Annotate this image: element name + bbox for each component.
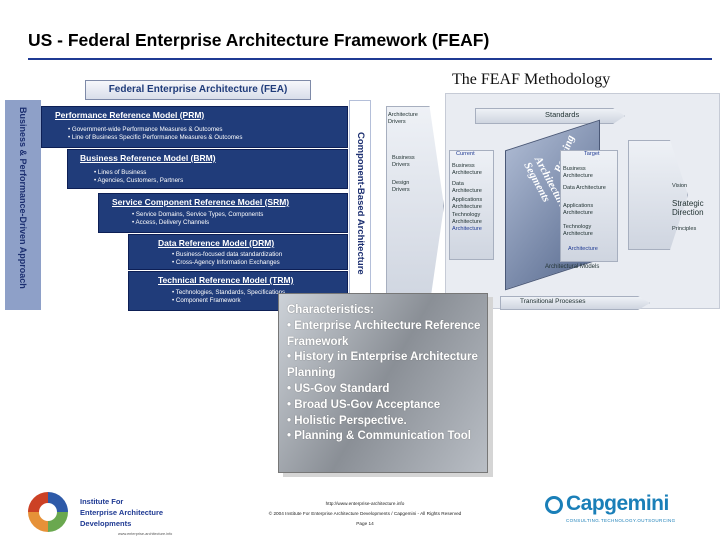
slide-title: US - Federal Enterprise Architecture Fra… <box>28 30 489 51</box>
current-applications-arch: Applications Architecture <box>452 197 492 210</box>
right-architecture-label: Component-Based Architecture <box>349 108 371 298</box>
drm-bullet: • Business-focused data standardization <box>172 251 282 259</box>
trm-bullet: • Technologies, Standards, Specification… <box>172 289 285 297</box>
trm-title: Technical Reference Model (TRM) <box>158 275 293 285</box>
methodology-title: The FEAF Methodology <box>452 71 610 89</box>
capgemini-logo: Capgemini <box>566 492 669 516</box>
fea-title: Federal Enterprise Architecture (FEA) <box>85 80 311 100</box>
design-drivers-label: Design Drivers <box>392 180 428 193</box>
target-label: Target <box>584 151 600 158</box>
drm-bullet: • Cross-Agency Information Exchanges <box>172 259 280 267</box>
characteristics-text: Characteristics: • Enterprise Architectu… <box>287 303 485 445</box>
principles-label: Principles <box>672 226 696 233</box>
current-architecture-label: Architecture <box>452 226 482 233</box>
strategic-direction-label: Strategic Direction <box>672 199 708 217</box>
institute-name: Institute For Enterprise Architecture De… <box>80 496 163 529</box>
architecture-drivers-label: Architecture Drivers <box>388 112 428 125</box>
footer-page: Page 14 <box>230 519 500 529</box>
transitional-processes-label: Transitional Processes <box>520 299 586 306</box>
standards-label: Standards <box>545 112 579 119</box>
target-technology-arch: Technology Architecture <box>563 224 613 237</box>
capgemini-tagline: CONSULTING.TECHNOLOGY.OUTSOURCING <box>566 518 676 523</box>
characteristic-item: • Planning & Communication Tool <box>287 429 485 445</box>
institute-line: Enterprise Architecture <box>80 507 163 518</box>
target-data-arch: Data Architecture <box>563 185 613 192</box>
srm-title: Service Component Reference Model (SRM) <box>112 197 289 207</box>
current-label: Current <box>456 151 475 158</box>
target-applications-arch: Applications Architecture <box>563 203 613 216</box>
current-technology-arch: Technology Architecture <box>452 212 492 225</box>
brm-bullet: • Agencies, Customers, Partners <box>94 177 183 185</box>
footer-copyright: © 2004 Institute For Enterprise Architec… <box>230 509 500 519</box>
title-rule <box>28 58 712 60</box>
brm-title: Business Reference Model (BRM) <box>80 153 216 163</box>
current-data-arch: Data Architecture <box>452 181 492 194</box>
architectural-models-label: Architectural Models <box>545 264 599 271</box>
business-drivers-label: Business Drivers <box>392 155 428 168</box>
prm-bullet: • Line of Business Specific Performance … <box>68 134 242 142</box>
institute-logo-center <box>39 503 57 521</box>
footer-url: http://www.enterprise-architecture.info <box>230 499 500 509</box>
capgemini-spade-icon <box>545 496 563 514</box>
srm-bullet: • Access, Delivery Channels <box>132 219 209 227</box>
srm-bullet: • Service Domains, Service Types, Compon… <box>132 211 263 219</box>
institute-line: Institute For <box>80 496 163 507</box>
left-approach-label: Business & Performance-Driven Approach <box>5 100 41 295</box>
characteristics-heading: Characteristics: <box>287 303 485 319</box>
prm-title: Performance Reference Model (PRM) <box>55 110 204 120</box>
brm-bullet: • Lines of Business <box>94 169 146 177</box>
characteristic-item: • US-Gov Standard <box>287 382 485 398</box>
characteristic-item: • Broad US-Gov Acceptance <box>287 398 485 414</box>
institute-line: Developments <box>80 518 163 529</box>
trm-bullet: • Component Framework <box>172 297 241 305</box>
down-arrow-icon <box>10 290 36 304</box>
prm-bullet: • Government-wide Performance Measures &… <box>68 126 223 134</box>
institute-website: www.enterprise-architecture.info <box>118 532 172 536</box>
target-architecture-label: Architecture <box>568 246 598 253</box>
footer-text: http://www.enterprise-architecture.info … <box>230 499 500 529</box>
characteristic-item: • Enterprise Architecture Reference Fram… <box>287 319 485 351</box>
vision-label: Vision <box>672 183 687 190</box>
drm-title: Data Reference Model (DRM) <box>158 238 274 248</box>
target-business-arch: Business Architecture <box>563 166 613 179</box>
characteristic-item: • History in Enterprise Architecture Pla… <box>287 350 485 382</box>
characteristic-item: • Holistic Perspective. <box>287 414 485 430</box>
current-business-arch: Business Architecture <box>452 163 492 176</box>
